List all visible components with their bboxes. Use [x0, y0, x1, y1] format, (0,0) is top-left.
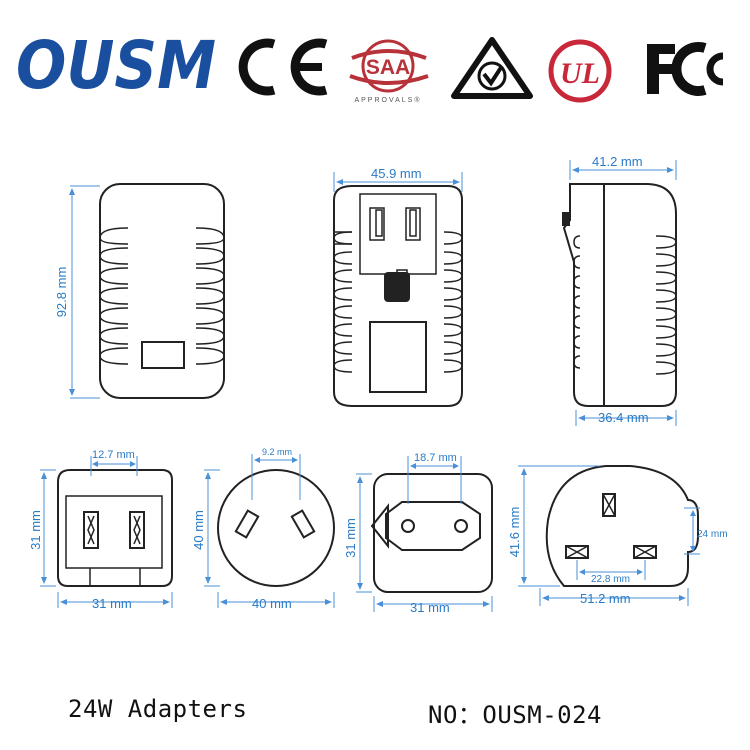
model-number: NO：OUSM-024 — [428, 701, 602, 729]
saa-approvals-icon: SAA APPROVALS® — [349, 39, 429, 104]
uk-height-label: 41.6 mm — [507, 507, 522, 558]
front-vents-right — [195, 227, 225, 365]
ul-mark-icon: UL — [548, 39, 612, 103]
au-height-label: 40 mm — [191, 510, 206, 550]
back-view: 45.9 mm — [333, 166, 463, 407]
product-title: 24W Adapters — [68, 695, 248, 723]
saa-text: SAA — [366, 56, 410, 79]
ul-text: UL — [560, 57, 600, 90]
side-view: 41.2 mm 36.4 mm — [562, 154, 677, 426]
height-dimension-label: 92.8 mm — [54, 267, 69, 318]
ousm-logo: OUSM — [16, 30, 216, 96]
back-label-area — [369, 321, 427, 393]
us-width-label: 31 mm — [92, 596, 132, 611]
au-plug-view: 9.2 mm 40 mm 40 mm — [191, 447, 335, 611]
back-vents-right — [443, 231, 463, 373]
front-view: 92.8 mm — [54, 183, 225, 399]
eu-pin-spacing-label: 18.7 mm — [414, 452, 457, 464]
ce-mark-icon — [238, 38, 328, 96]
eu-height-label: 31 mm — [343, 518, 358, 558]
fcc-mark-icon — [647, 42, 724, 96]
brand-name: OUSM — [16, 30, 216, 96]
au-pin-spacing-label: 9.2 mm — [262, 447, 292, 457]
side-vents — [573, 235, 677, 375]
uk-offset-label: 24 mm — [697, 529, 728, 540]
uk-width-label: 51.2 mm — [580, 591, 631, 606]
front-vents-left — [99, 227, 129, 365]
us-height-label: 31 mm — [28, 510, 43, 550]
back-vents-left — [333, 231, 353, 373]
eu-plug-view: 18.7 mm 31 mm 31 mm — [343, 452, 493, 615]
uk-pin-spacing-label: 22.8 mm — [591, 574, 630, 585]
saa-approvals-text: APPROVALS® — [354, 96, 421, 104]
us-pin-spacing-label: 12.7 mm — [92, 449, 135, 461]
plug-slot — [359, 193, 437, 275]
depth-bottom-dimension-label: 36.4 mm — [598, 410, 649, 425]
rcm-mark-icon — [451, 37, 533, 99]
depth-top-dimension-label: 41.2 mm — [592, 154, 643, 169]
eu-width-label: 31 mm — [410, 600, 450, 615]
uk-plug-view: 41.6 mm 24 mm 22.8 mm 51.2 mm — [507, 465, 728, 606]
us-plug-view: 12.7 mm 31 mm 31 mm — [28, 449, 173, 611]
width-dimension-label: 45.9 mm — [371, 166, 422, 181]
au-width-label: 40 mm — [252, 596, 292, 611]
front-label-window — [141, 341, 185, 369]
